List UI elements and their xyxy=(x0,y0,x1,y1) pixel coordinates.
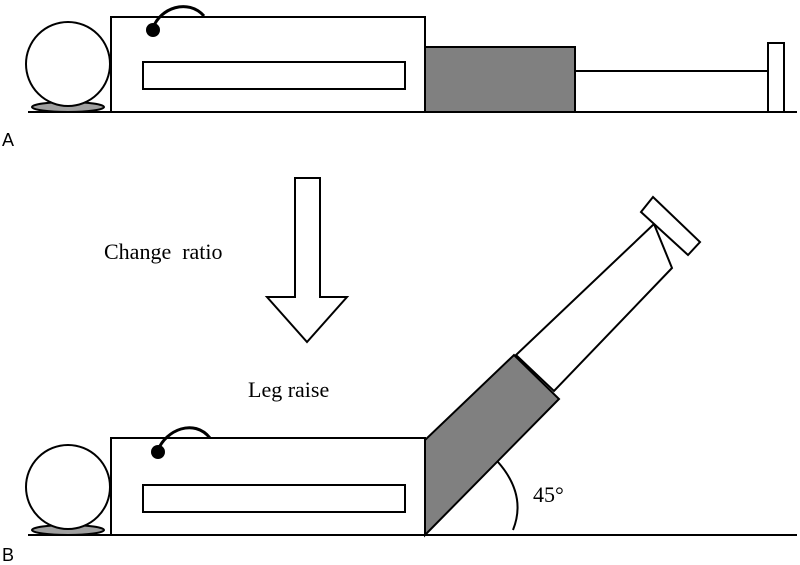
sensor-dot-b xyxy=(151,445,165,459)
thigh-a xyxy=(424,46,576,113)
sensor-dot-icon xyxy=(146,23,160,37)
panel-a: A xyxy=(2,5,797,150)
lower-leg-a xyxy=(574,70,769,113)
panel-label-a: A xyxy=(2,130,14,150)
maneuver-label: Leg raise xyxy=(248,377,329,402)
thigh-b xyxy=(424,353,561,538)
down-arrow-icon xyxy=(264,177,350,344)
torso-inner-bar-b xyxy=(142,484,406,513)
foot-a xyxy=(767,42,785,113)
transition-label: Change ratio xyxy=(104,239,223,264)
sensor-wire-b xyxy=(156,426,212,451)
torso-inner-bar-a xyxy=(142,61,406,90)
sensor-wire-a xyxy=(151,5,206,29)
foot-b xyxy=(639,195,702,257)
angle-arc xyxy=(497,461,519,531)
head-a xyxy=(25,21,111,107)
transition: Change ratio Leg raise xyxy=(104,177,350,402)
panel-label-b: B xyxy=(2,545,14,565)
lower-leg-b xyxy=(514,222,674,393)
angle-label: 45° xyxy=(533,482,564,507)
panel-b: 45° B xyxy=(2,195,797,565)
head-b xyxy=(25,444,111,530)
